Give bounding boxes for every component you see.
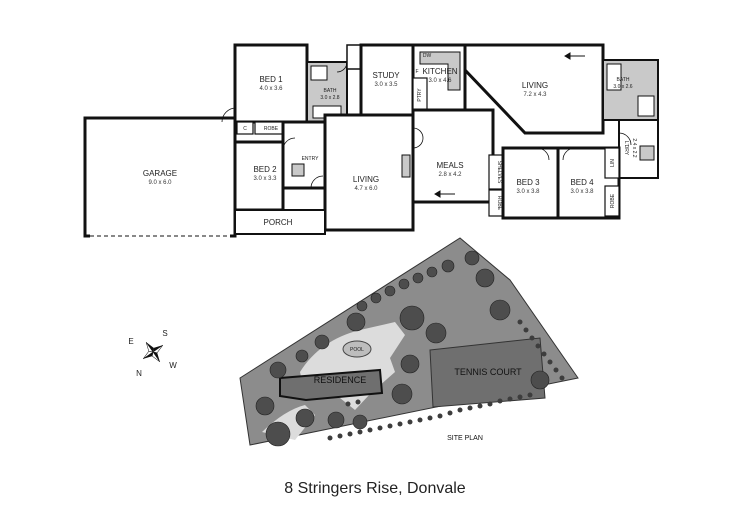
residence xyxy=(279,368,384,402)
bath1-shower xyxy=(310,65,328,81)
compass-w: W xyxy=(169,361,177,370)
property-address: 8 Stringers Rise, Donvale xyxy=(284,480,466,497)
living-main-dim: 7.2 x 4.3 xyxy=(523,92,547,98)
compass-s: S xyxy=(162,329,167,338)
bed2-dim: 3.0 x 3.3 xyxy=(253,176,277,182)
kitchen-label: KITCHEN xyxy=(422,67,457,76)
compass-rose: E S W N xyxy=(128,329,177,378)
wc-outline xyxy=(346,44,362,70)
room-labels: GARAGE 9.0 x 6.0 BED 1 4.0 x 3.6 BATH 3.… xyxy=(143,53,637,227)
compass-n: N xyxy=(136,369,142,378)
meals-outline xyxy=(411,108,495,204)
living2-outline xyxy=(323,113,415,232)
bed1-label: BED 1 xyxy=(259,75,283,84)
trees xyxy=(255,250,550,447)
bath1-label: BATH xyxy=(324,88,337,94)
bed3-label: BED 3 xyxy=(516,178,540,187)
shelves-label: SHELVES xyxy=(496,161,502,184)
garage-outline xyxy=(83,116,237,238)
bed2-label: BED 2 xyxy=(253,165,277,174)
bed4-dim: 3.0 x 3.8 xyxy=(570,189,594,195)
compass-e: E xyxy=(128,337,133,346)
study-dim: 3.0 x 3.5 xyxy=(374,82,398,88)
tennis-court-label: TENNIS COURT xyxy=(454,367,522,377)
porch-outline xyxy=(234,209,326,235)
fridge-label: F xyxy=(415,69,418,75)
meals-label: MEALS xyxy=(436,161,463,170)
bed3-dim: 3.0 x 3.8 xyxy=(516,189,540,195)
pantry-label: PTRY xyxy=(417,88,423,102)
linen-label: LIN xyxy=(610,159,616,167)
cupboard-label: C xyxy=(243,126,247,132)
living2-label: LIVING xyxy=(353,175,379,184)
kitchen-bench xyxy=(419,51,461,91)
pool-label: POOL xyxy=(350,347,364,353)
residence-label: RESIDENCE xyxy=(314,375,367,385)
bed3-robe-label: ROBE xyxy=(496,196,502,211)
bath1-dim: 3.0 x 2.8 xyxy=(320,95,339,101)
bath2-dim: 3.0 x 2.6 xyxy=(613,84,632,90)
bed4-label: BED 4 xyxy=(570,178,594,187)
kitchen-dim: 3.0 x 4.6 xyxy=(428,78,452,84)
bed2-outline xyxy=(233,140,285,212)
bed4-robe-label: ROBE xyxy=(610,193,616,208)
entry-label: ENTRY xyxy=(302,156,320,162)
laundry-tub xyxy=(639,145,655,161)
site-plan-label: SITE PLAN xyxy=(447,435,483,442)
bath2-label: BATH xyxy=(617,77,630,83)
floor-plan xyxy=(83,43,659,238)
entry-planter xyxy=(291,163,305,177)
bed4-robe-outline xyxy=(604,185,620,217)
porch-label: PORCH xyxy=(264,218,293,227)
pool xyxy=(342,340,372,358)
linen-outline xyxy=(604,147,620,179)
site-plan: POOL RESIDENCE TENNIS COURT xyxy=(239,237,579,447)
garage-dim: 9.0 x 6.0 xyxy=(148,180,172,186)
garage-label: GARAGE xyxy=(143,169,177,178)
living2-dim: 4.7 x 6.0 xyxy=(354,186,378,192)
living-main-outline xyxy=(463,43,605,135)
study-label: STUDY xyxy=(372,71,400,80)
tennis-court xyxy=(429,337,546,408)
compass-star-icon xyxy=(142,342,164,363)
laundry-label: L'DRY xyxy=(623,141,629,156)
door-swings xyxy=(221,61,632,189)
dishwasher-label: DW xyxy=(423,53,432,59)
laundry-dim: 2.4 x 2.2 xyxy=(631,138,637,157)
living-main-label: LIVING xyxy=(522,81,548,90)
study-outline xyxy=(359,43,415,117)
entry-outline xyxy=(281,120,327,190)
hedge xyxy=(327,319,565,441)
fireplace xyxy=(401,154,411,178)
bath2-bath xyxy=(606,63,622,91)
meals-dim: 2.8 x 4.2 xyxy=(438,172,462,178)
entry-arrows xyxy=(434,52,585,198)
bed1-dim: 4.0 x 3.6 xyxy=(259,86,283,92)
cupboard-outline xyxy=(236,121,254,135)
robe-label: ROBE xyxy=(264,126,279,132)
bath2-shower xyxy=(637,95,655,117)
